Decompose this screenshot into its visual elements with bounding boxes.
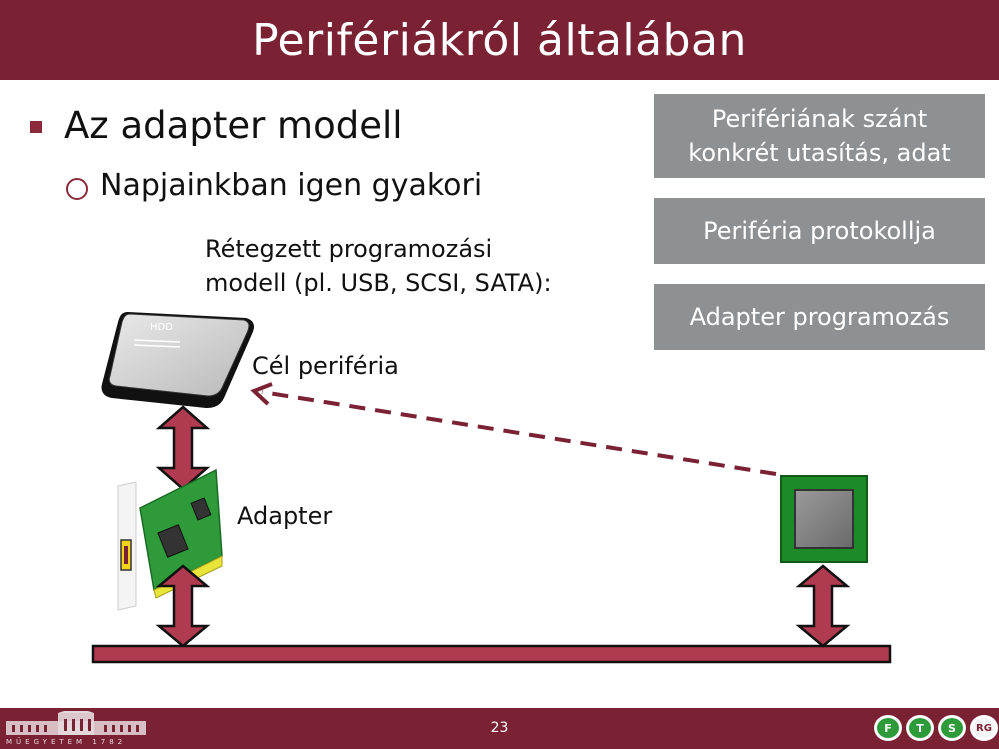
adapter-card-icon xyxy=(117,468,223,611)
target-device-label: Cél periféria xyxy=(252,352,399,380)
layer-box1-line1: Perifériának szánt xyxy=(711,105,928,133)
title-bar: Perifériákról általában xyxy=(0,0,999,80)
bullet-level1: Az adapter modell xyxy=(30,104,403,147)
hdd-icon: HDD xyxy=(101,312,255,408)
square-bullet-icon xyxy=(30,120,42,133)
university-text: MŰEGYETEM 1782 xyxy=(6,738,127,746)
description-line1: Rétegzett programozási xyxy=(205,235,493,263)
slide-title: Perifériákról általában xyxy=(252,14,747,66)
layer-box3-text: Adapter programozás xyxy=(689,303,950,331)
system-bus xyxy=(91,644,892,664)
layer-box2-text: Periféria protokollja xyxy=(703,217,936,245)
dept-logo-rg-icon: RG xyxy=(970,715,998,741)
bullet-level2: Napjainkban igen gyakori xyxy=(66,168,482,203)
layer-box-adapter-programming: Adapter programozás xyxy=(654,284,985,350)
dept-logo-t-icon: T xyxy=(906,715,934,741)
page-number: 23 xyxy=(490,720,509,736)
circle-bullet-icon xyxy=(66,177,88,200)
bullet-level2-text: Napjainkban igen gyakori xyxy=(100,168,483,203)
university-building-logo-icon xyxy=(6,711,146,735)
double-arrow-chip-bus-icon xyxy=(795,564,851,648)
layer-box-command-data: Perifériának szánt konkrét utasítás, ada… xyxy=(654,94,985,178)
department-logos: F T S RG xyxy=(874,715,998,741)
dept-logo-f-icon: F xyxy=(874,715,902,741)
dashed-logical-arrow xyxy=(250,382,777,476)
layer-box1-line2: konkrét utasítás, adat xyxy=(688,139,951,167)
footer-bar: MŰEGYETEM 1782 23 F T S RG xyxy=(0,708,999,749)
adapter-label: Adapter xyxy=(237,502,333,530)
processor-chip-icon xyxy=(780,475,868,563)
double-arrow-hdd-adapter-icon xyxy=(155,405,211,491)
dept-logo-s-icon: S xyxy=(938,715,966,741)
adapter-diagram: HDD xyxy=(91,312,892,664)
model-description: Rétegzett programozási modell (pl. USB, … xyxy=(205,232,552,300)
layer-box-protocol: Periféria protokollja xyxy=(654,198,985,264)
hdd-text: HDD xyxy=(150,322,173,333)
bullet-level1-text: Az adapter modell xyxy=(64,104,403,147)
description-line2: modell (pl. USB, SCSI, SATA): xyxy=(205,269,552,297)
